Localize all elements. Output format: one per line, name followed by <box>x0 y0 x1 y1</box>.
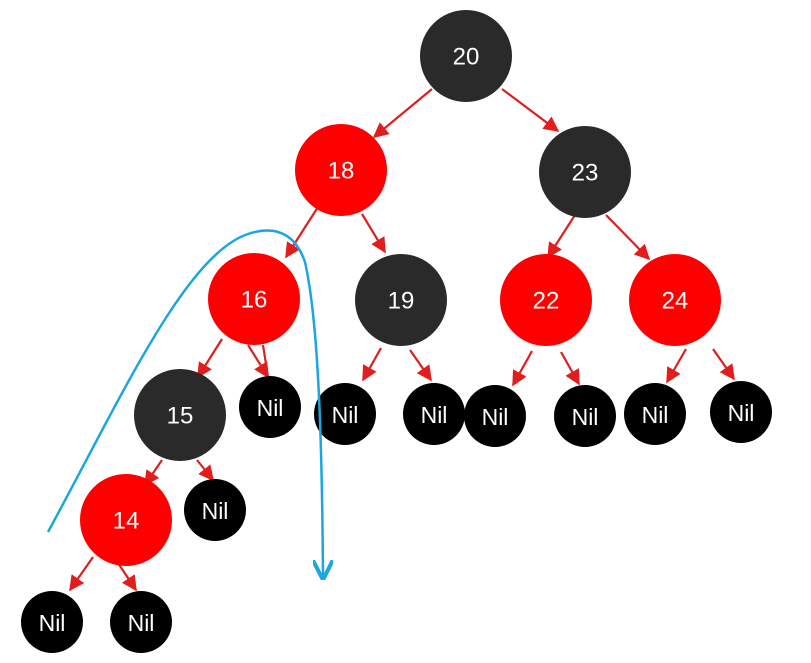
edge-22-nil-r <box>560 351 580 386</box>
node-22-label: 22 <box>533 288 560 315</box>
node-23: 23 <box>539 126 631 218</box>
edge-16-nil-b <box>261 344 270 378</box>
edge-20-18 <box>372 88 433 138</box>
nil-label: Nil <box>642 402 669 428</box>
nil-label: Nil <box>39 610 66 636</box>
node-20-circle <box>420 10 512 102</box>
edge-23-24 <box>605 214 651 261</box>
node-14-label: 14 <box>113 508 140 535</box>
edge-24-nil-l <box>666 348 687 384</box>
node-19: 19 <box>355 254 447 346</box>
edge-14-nil-l <box>69 556 94 592</box>
edge-20-23 <box>501 88 560 132</box>
edge-24-nil-r <box>712 348 735 381</box>
node-23-label: 23 <box>572 160 599 187</box>
nil-node-22-right: Nil <box>554 385 616 447</box>
node-15: 15 <box>134 369 226 461</box>
edge-16-15 <box>197 338 223 379</box>
nil-label: Nil <box>572 404 599 430</box>
node-24: 24 <box>629 254 721 346</box>
node-20: 20 <box>420 10 512 102</box>
nil-node-14-right: Nil <box>110 591 172 653</box>
nil-node-22-left: Nil <box>464 385 526 447</box>
node-15-circle <box>134 369 226 461</box>
node-15-label: 15 <box>167 403 194 430</box>
nil-label: Nil <box>128 610 155 636</box>
node-19-label: 19 <box>388 288 415 315</box>
rotation-arrow <box>46 229 323 578</box>
nil-node-19-left: Nil <box>314 383 376 445</box>
node-16-label: 16 <box>241 287 268 314</box>
nil-label: Nil <box>202 498 229 524</box>
nil-node-15-right: Nil <box>184 479 246 541</box>
edge-15-nil <box>196 459 214 482</box>
node-14: 14 <box>80 474 172 566</box>
edge-18-19 <box>361 213 386 254</box>
edges <box>69 88 735 592</box>
node-16: 16 <box>208 253 300 345</box>
edge-16-nil <box>247 344 269 379</box>
node-19-circle <box>355 254 447 346</box>
node-18: 18 <box>295 124 387 216</box>
nil-label: Nil <box>728 400 755 426</box>
node-18-label: 18 <box>328 158 355 185</box>
nil-node-19-right: Nil <box>403 383 465 445</box>
node-20-label: 20 <box>453 44 480 71</box>
edge-19-nil-l <box>362 347 382 382</box>
edge-22-nil-l <box>512 350 533 387</box>
nil-label: Nil <box>257 395 284 421</box>
node-22-circle <box>500 254 592 346</box>
nil-node-14-left: Nil <box>21 591 83 653</box>
nil-node-24-left: Nil <box>624 383 686 445</box>
node-23-circle <box>539 126 631 218</box>
node-22: 22 <box>500 254 592 346</box>
nil-node-16-right: Nil <box>239 376 301 438</box>
nil-label: Nil <box>421 402 448 428</box>
nil-label: Nil <box>332 402 359 428</box>
node-24-circle <box>629 254 721 346</box>
node-24-label: 24 <box>662 288 689 315</box>
nil-node-24-right: Nil <box>710 381 772 443</box>
edge-14-nil-r <box>117 562 137 592</box>
node-14-circle <box>80 474 172 566</box>
node-16-circle <box>208 253 300 345</box>
nil-label: Nil <box>482 404 509 430</box>
edge-19-nil-r <box>409 349 432 382</box>
edge-18-16 <box>285 206 319 259</box>
edge-23-22 <box>547 214 576 259</box>
node-18-circle <box>295 124 387 216</box>
